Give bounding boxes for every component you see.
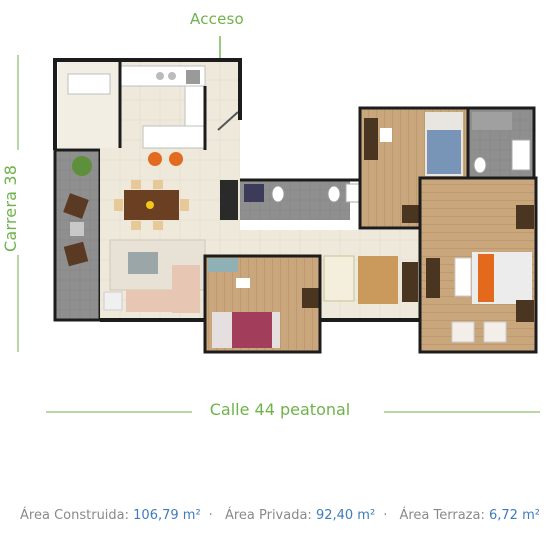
- armchair-icon: [451, 321, 475, 343]
- centerpiece-icon: [146, 201, 154, 209]
- stool-icon: [169, 152, 183, 166]
- bench-icon: [454, 257, 472, 297]
- entrance-cabinet: [220, 180, 238, 220]
- entrance-label: Acceso: [190, 10, 244, 28]
- kitchen-island: [142, 125, 206, 149]
- nightstand-icon: [516, 300, 534, 322]
- side-cabinet: [402, 262, 418, 302]
- shower-icon: [472, 112, 512, 130]
- coffee-table: [128, 252, 158, 274]
- area-summary: Área Construida: 106,79 m² · Área Privada…: [0, 508, 560, 523]
- tv-cabinet: [426, 258, 440, 298]
- toilet-icon: [473, 156, 487, 174]
- terrace-area-value: 6,72 m²: [489, 508, 540, 523]
- dining-chair-icon: [153, 180, 163, 189]
- private-area-value: 92,40 m²: [315, 508, 376, 523]
- sink-icon: [156, 72, 164, 80]
- armchair-icon: [103, 291, 123, 311]
- chair-icon: [380, 128, 392, 142]
- private-area-label: Área Privada:: [224, 508, 312, 523]
- stool-icon: [148, 152, 162, 166]
- washbasin-icon: [511, 139, 531, 171]
- stove-icon: [186, 70, 200, 84]
- wardrobe: [302, 288, 320, 308]
- bed-blanket: [232, 312, 272, 348]
- dining-chair-icon: [131, 180, 141, 189]
- entrance-door: [217, 111, 239, 131]
- vanity-icon: [244, 184, 264, 202]
- dining-chair-icon: [180, 199, 189, 211]
- desk-icon: [208, 258, 238, 272]
- toilet-icon: [271, 185, 285, 203]
- terrace-table-icon: [70, 222, 84, 236]
- armchair-icon: [483, 321, 507, 343]
- outer-wall-top: [53, 58, 242, 150]
- sofa: [126, 290, 196, 312]
- built-area-value: 106,79 m²: [133, 508, 201, 523]
- kitchen-counter-side: [184, 85, 206, 127]
- terrace-chair-icon: [63, 241, 89, 267]
- dining-chair-icon: [153, 221, 163, 230]
- nightstand-icon: [516, 205, 534, 229]
- dining-chair-icon: [114, 199, 123, 211]
- toilet-icon: [327, 185, 341, 203]
- laundry-machines: [67, 73, 111, 95]
- dining-chair-icon: [131, 221, 141, 230]
- master-bedroom-walls: [418, 176, 538, 354]
- chair-icon: [236, 278, 250, 288]
- laundry: [58, 60, 120, 148]
- sink-icon: [168, 72, 176, 80]
- decor-rug: [358, 256, 398, 304]
- terrace-area-label: Área Terraza:: [399, 508, 485, 523]
- bedroom-2-walls: [203, 254, 322, 354]
- built-area-label: Área Construida:: [20, 508, 130, 523]
- bed-blanket: [478, 254, 494, 302]
- separator-dot: ·: [383, 508, 388, 523]
- terrace-chair-icon: [63, 193, 89, 219]
- bed-blanket: [427, 130, 461, 174]
- plant-icon: [72, 156, 92, 176]
- desk-icon: [364, 118, 378, 160]
- separator-dot: ·: [208, 508, 213, 523]
- study-nook: [323, 255, 355, 302]
- front-street-label: Calle 44 peatonal: [209, 400, 351, 419]
